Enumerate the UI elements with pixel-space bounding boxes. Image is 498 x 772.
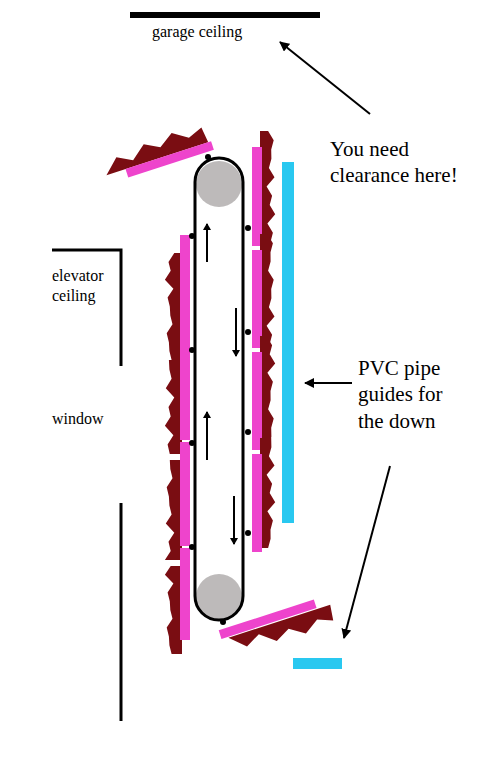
- elevator-wall: [52, 250, 121, 366]
- garage-ceiling-label: garage ceiling: [152, 22, 282, 42]
- paddle-bristle: [260, 438, 275, 548]
- paddle-bristle: [165, 566, 182, 654]
- paddle-bristle: [165, 253, 182, 360]
- paddle: [252, 454, 262, 552]
- paddle: [180, 235, 190, 346]
- leader-arrow: [305, 382, 352, 384]
- attachment-dot: [245, 225, 251, 231]
- paddle: [180, 548, 190, 640]
- attachment-dot: [245, 429, 251, 435]
- attachment-dot: [245, 530, 251, 536]
- elevator-wall: [120, 503, 123, 721]
- paddle: [252, 352, 262, 450]
- leader-arrow: [280, 42, 370, 114]
- pvc-guides-note: PVC pipe guides for the down: [358, 355, 462, 434]
- motion-arrow: [206, 224, 208, 262]
- paddle: [180, 442, 190, 546]
- window-label: window: [52, 409, 116, 429]
- motion-arrow: [235, 308, 237, 356]
- attachment-dot: [220, 619, 226, 625]
- clearance-note: You need clearance here!: [330, 136, 480, 189]
- paddle: [180, 342, 190, 440]
- attachment-dot: [189, 440, 195, 446]
- attachment-dot: [189, 233, 195, 239]
- paddle-bristle: [165, 360, 182, 454]
- pulley: [196, 161, 242, 207]
- attachment-dot: [189, 544, 195, 550]
- paddle-bristle: [260, 131, 275, 242]
- leader-arrow: [344, 466, 390, 638]
- garage-ceiling-line: [130, 12, 320, 18]
- motion-arrow: [233, 496, 235, 544]
- motion-arrow: [206, 412, 208, 460]
- elevator-ceiling-label: elevator ceiling: [52, 266, 116, 306]
- attachment-dot: [245, 329, 251, 335]
- pvc-pipe-guide: [282, 162, 294, 523]
- conveyor-belt: [195, 158, 243, 620]
- paddle-bristle: [260, 336, 275, 446]
- paddle: [252, 250, 262, 348]
- attachment-dot: [205, 154, 211, 160]
- pvc-pipe-guide: [293, 658, 342, 669]
- paddle: [252, 147, 262, 246]
- paddle-bristle: [260, 234, 275, 344]
- attachment-dot: [189, 347, 195, 353]
- paddle-bristle: [165, 460, 182, 560]
